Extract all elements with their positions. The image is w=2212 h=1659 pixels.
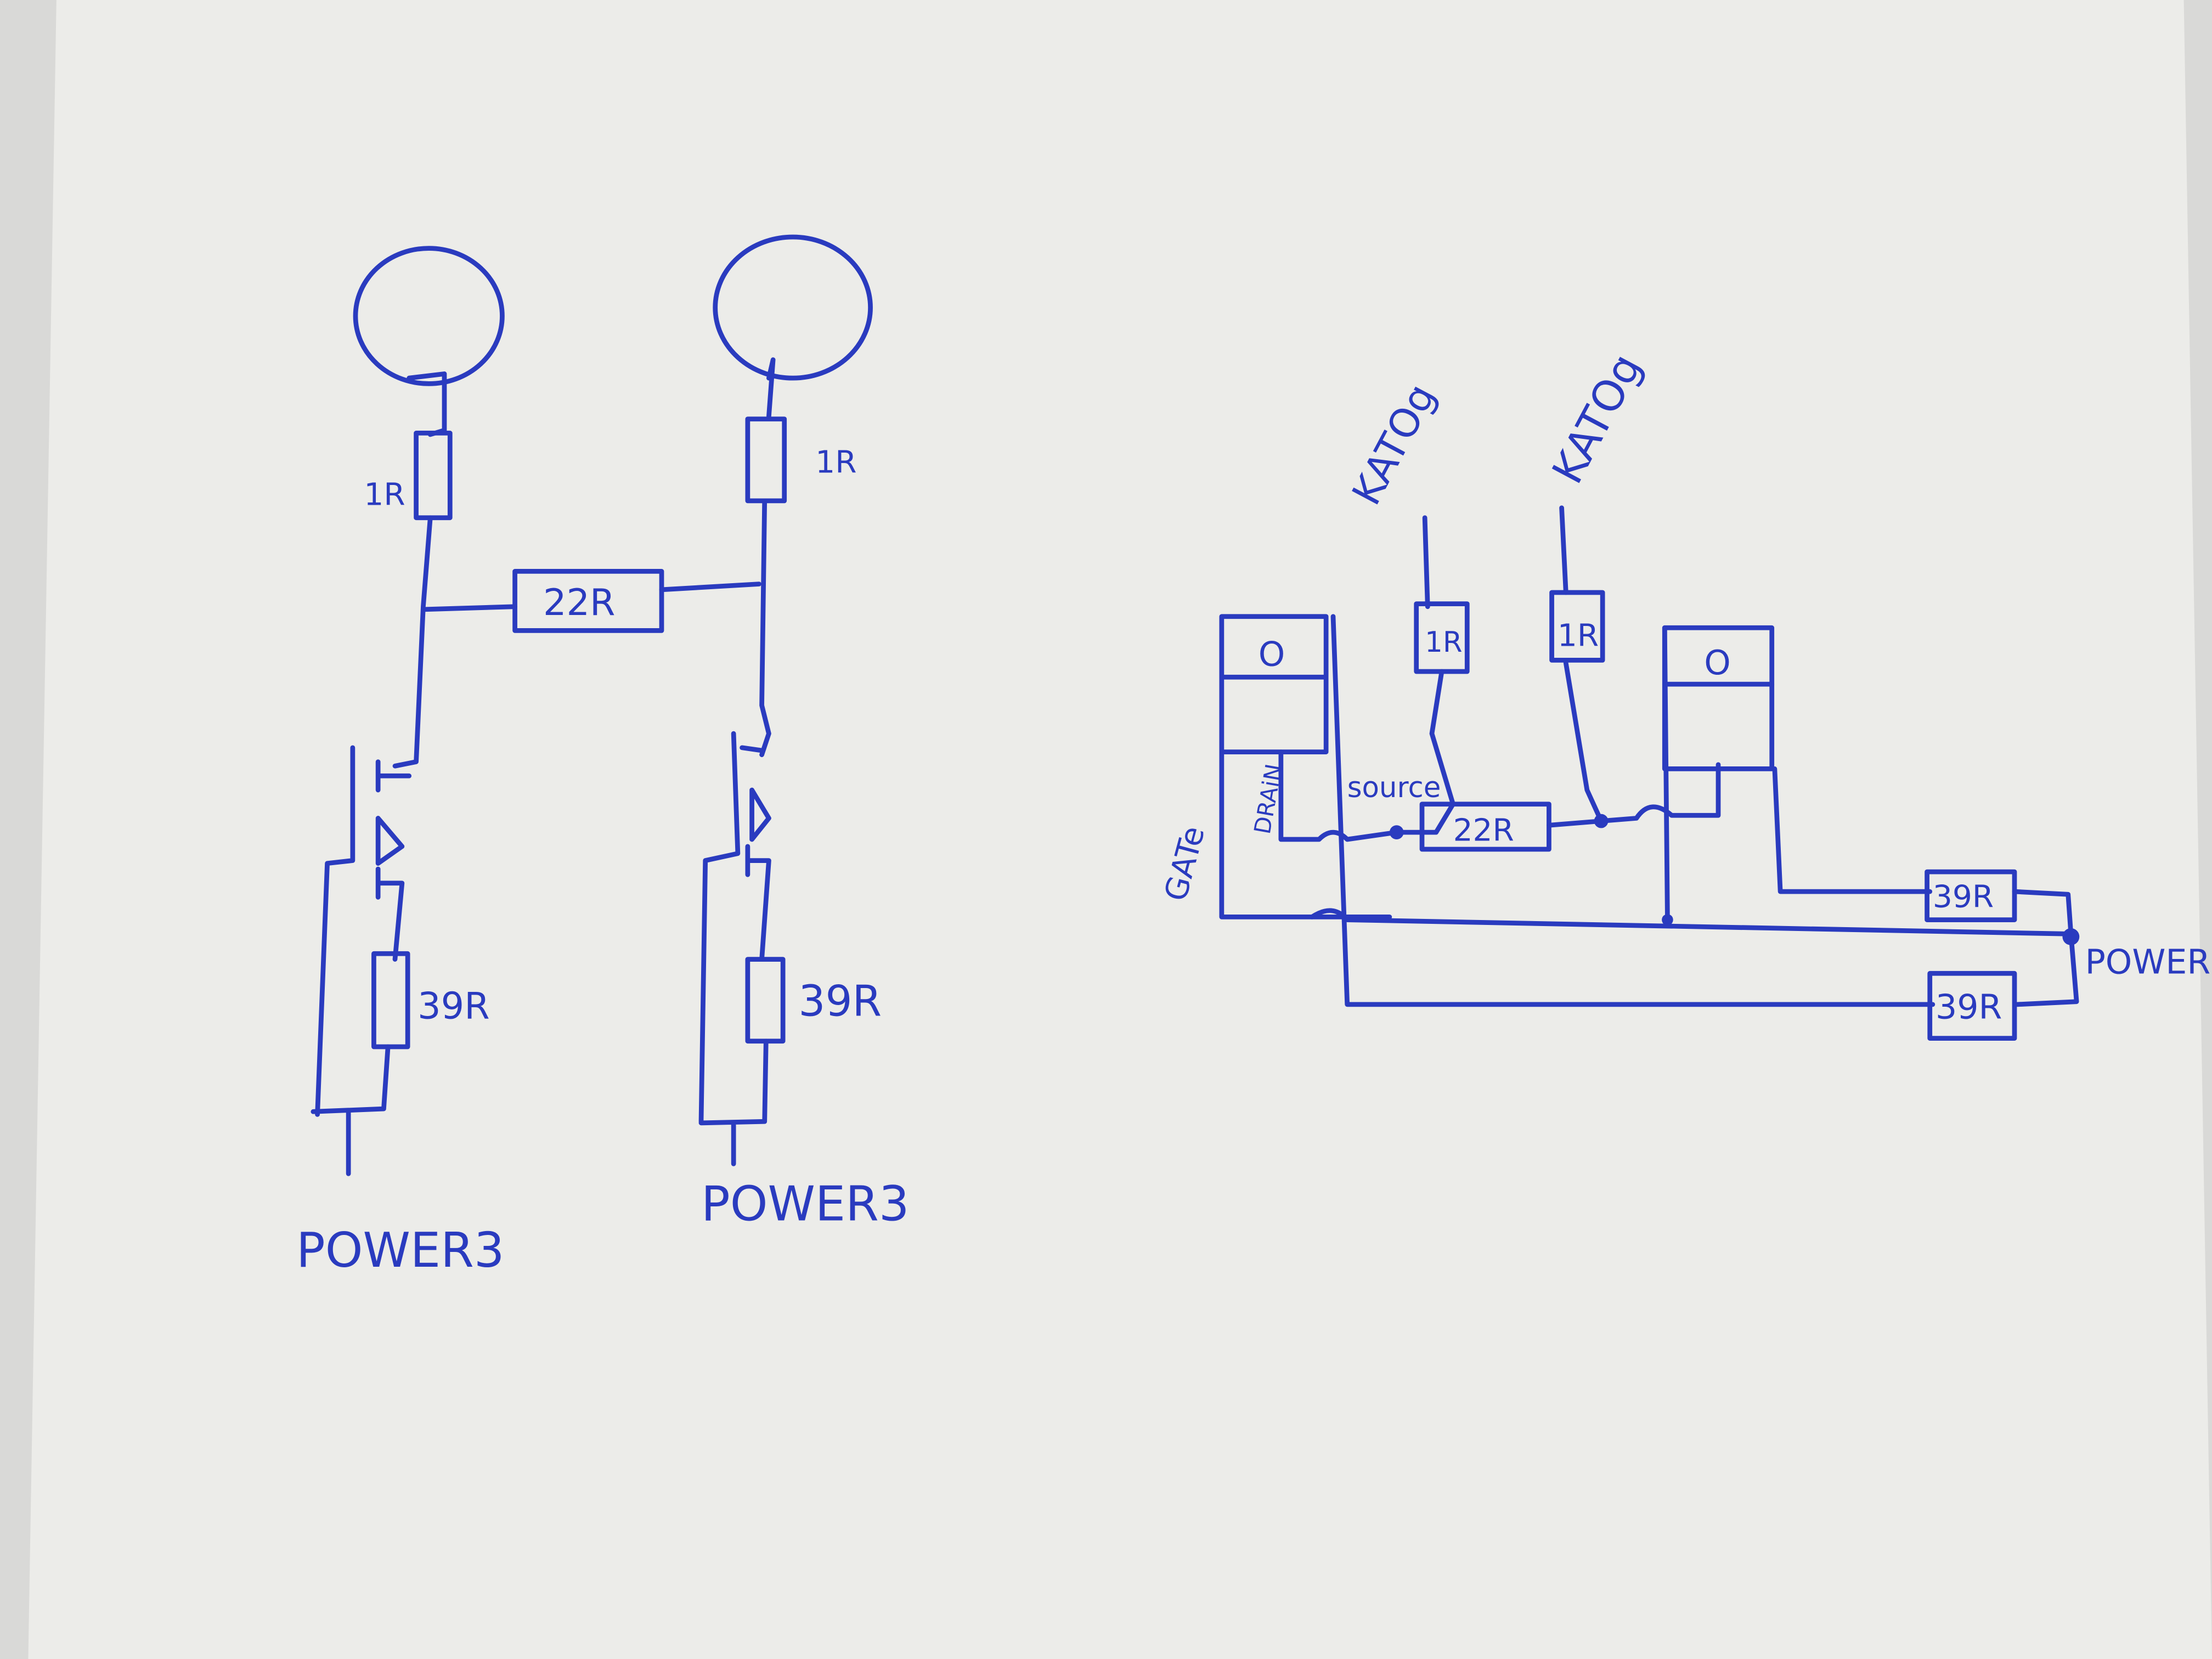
resistor-label: 1R (1558, 618, 1599, 654)
mosfet-2-drain-line (698, 731, 741, 1124)
power-label: POWER3 (296, 1222, 505, 1278)
mosfet-1-source (375, 866, 405, 962)
resistor-label: 39R (798, 977, 882, 1026)
resistor-label: 1R (815, 444, 856, 480)
wire (1563, 661, 1604, 823)
resistor-label: 39R (1936, 988, 2002, 1027)
branch-1: 1R 39R POWER3 (296, 246, 505, 1278)
lamp-1-icon (353, 246, 505, 386)
wire (766, 357, 776, 419)
paper-page (28, 0, 2212, 1659)
lamp-2-icon (713, 234, 873, 381)
resistor-label: 1R (364, 477, 405, 513)
mosfet-2-arrow-icon (749, 787, 771, 842)
source-pin (1772, 766, 1933, 894)
tab-hole-icon: O (1704, 643, 1731, 682)
mosfet-2-source (745, 844, 771, 962)
power-label: POWER3 (701, 1176, 910, 1232)
transistor-2: O (1662, 625, 1933, 926)
resistor-label: 22R (543, 581, 616, 624)
source-label: source (1347, 771, 1441, 804)
resistor-39r-1 (371, 951, 410, 1049)
wire (1422, 515, 1430, 610)
mosfet-1-drain-line (315, 745, 356, 1117)
tab-hole-icon: O (1259, 635, 1285, 674)
wire (1547, 762, 1721, 828)
resistor-label: 22R (1453, 812, 1514, 849)
junction-dot (1662, 914, 1673, 926)
junction-dot (2062, 928, 2080, 945)
wire (311, 1044, 391, 1176)
resistor-39r-b (1927, 970, 2017, 1041)
resistor-label: 1R (1425, 626, 1462, 659)
gate-pin (1219, 749, 1392, 919)
resistor-22r (512, 569, 664, 633)
gate-pin (1662, 625, 1670, 922)
wire (759, 498, 771, 758)
wire (421, 604, 517, 612)
resistor-39r-a (1925, 869, 2017, 922)
resistor-1r-1 (414, 431, 453, 521)
source-pin (1330, 614, 1936, 1007)
mosfet-2-gate-tick (740, 745, 764, 753)
transistor-1: O DRAiN GATe source (1158, 614, 1936, 1007)
power-label: POWER3 (2085, 942, 2212, 981)
left-schematic: 1R 39R POWER3 22R 1R (296, 234, 910, 1278)
drain-pin (1278, 749, 1400, 842)
wire (698, 1039, 769, 1166)
resistor-label: 39R (1933, 878, 1994, 915)
wire (392, 515, 433, 769)
junction-dot (1389, 825, 1404, 839)
resistor-label: 39R (417, 985, 490, 1028)
mosfet-1-arrow-icon (375, 816, 405, 866)
wire (1310, 908, 2069, 936)
wire (659, 582, 761, 592)
transistor-1-tab (1219, 614, 1329, 754)
wire (1559, 505, 1568, 595)
mosfet-1-gate-tick (375, 759, 412, 793)
resistor-1r-b (1549, 590, 1605, 663)
branch-2: 1R 39R POWER3 (698, 234, 910, 1232)
